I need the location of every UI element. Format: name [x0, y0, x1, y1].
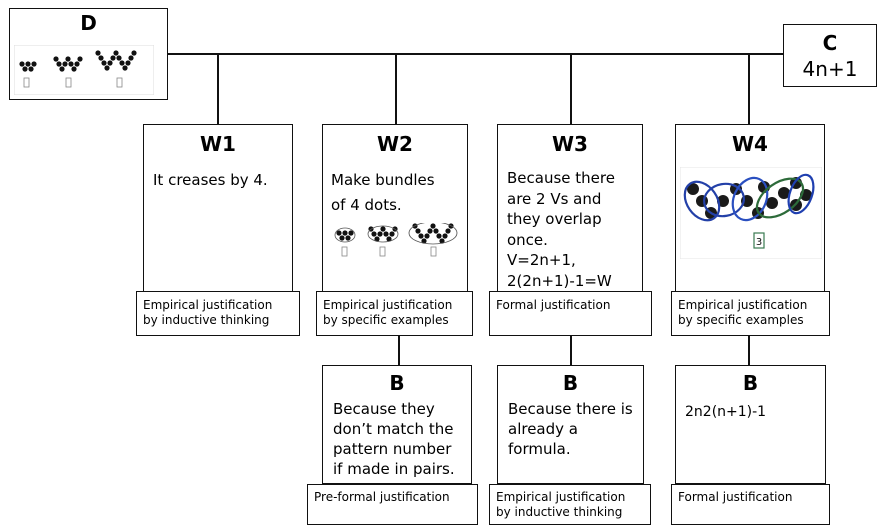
connector-b3 [748, 334, 750, 365]
justification-text: Formal justification [678, 490, 793, 504]
backing-box-2: B Because there is already a formula. [497, 365, 644, 484]
warrant-box-w3: W3 Because there are 2 Vs and they overl… [497, 124, 643, 292]
warrant-box-w4: W4 3 [675, 124, 825, 292]
justification-text: Empirical justification by inductive thi… [143, 298, 273, 327]
warrant-text: It creases by 4. [153, 171, 268, 189]
backing-label: B [389, 371, 405, 395]
warrant-box-w1: W1 It creases by 4. [143, 124, 293, 292]
warrant-label: W1 [200, 132, 236, 156]
backing-justification-3: Formal justification [671, 484, 830, 525]
dot-bundles-image [334, 223, 458, 257]
warrant-label: W3 [552, 132, 588, 156]
backing-text: Because they don’t match the pattern num… [333, 400, 455, 478]
connector-b2 [570, 334, 572, 365]
justification-box-w3: Formal justification [489, 291, 652, 336]
data-label: D [80, 11, 97, 35]
warrant-label: W4 [732, 132, 768, 156]
warrant-label: W2 [377, 132, 413, 156]
claim-label: C [822, 31, 838, 55]
justification-box-w4: Empirical justification by specific exam… [671, 291, 830, 336]
backing-box-1: B Because they don’t match the pattern n… [322, 365, 472, 484]
justification-text: Pre-formal justification [314, 490, 450, 504]
warrant-text: Make bundles of 4 dots. [331, 171, 435, 214]
connector-w4 [748, 53, 750, 124]
connector-b1 [398, 334, 400, 365]
justification-box-w2: Empirical justification by specific exam… [316, 291, 473, 336]
connector-w3 [570, 53, 572, 124]
warrant-box-w2: W2 Make bundles of 4 dots. [322, 124, 468, 292]
overlapping-v-image: 3 [680, 167, 822, 259]
justification-text: Empirical justification by inductive thi… [496, 490, 626, 519]
backing-justification-1: Pre-formal justification [307, 484, 478, 525]
backing-label: B [562, 371, 579, 395]
dot-pattern-image [14, 45, 154, 95]
connector-w1 [217, 53, 219, 124]
backing-justification-2: Empirical justification by inductive thi… [489, 484, 651, 525]
main-connector-line [168, 53, 784, 55]
claim-box: C 4n+1 [783, 24, 877, 87]
data-box: D [9, 8, 168, 100]
justification-text: Formal justification [496, 298, 611, 312]
claim-formula: 4n+1 [802, 57, 858, 81]
justification-box-w1: Empirical justification by inductive thi… [136, 291, 300, 336]
backing-text: 2n2(n+1)-1 [685, 404, 767, 420]
justification-text: Empirical justification by specific exam… [323, 298, 453, 327]
backing-text: Because there is already a formula. [508, 400, 633, 458]
justification-text: Empirical justification by specific exam… [678, 298, 808, 327]
backing-label: B [742, 371, 759, 395]
connector-w2 [395, 53, 397, 124]
backing-box-3: B 2n2(n+1)-1 [675, 365, 826, 484]
pattern-number-label: 3 [756, 237, 762, 248]
warrant-text: Because there are 2 Vs and they overlap … [507, 169, 615, 290]
